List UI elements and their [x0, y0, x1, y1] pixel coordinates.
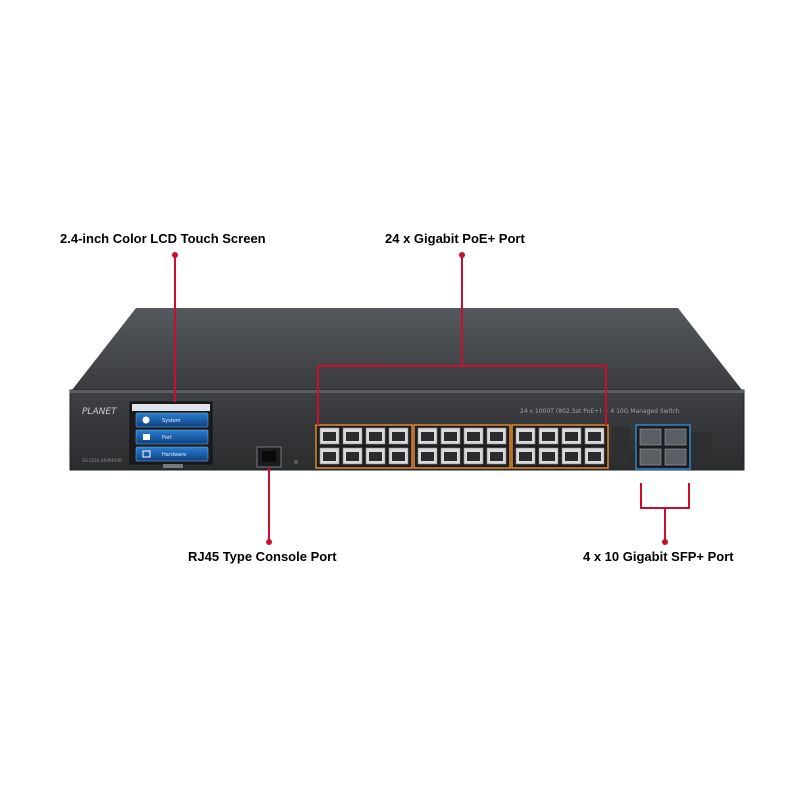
rj45-socket	[588, 452, 601, 461]
rj45-socket	[444, 432, 457, 441]
rj45-socket	[467, 452, 480, 461]
sfp-callout-label: 4 x 10 Gigabit SFP+ Port	[583, 549, 734, 564]
poe-port-block	[315, 424, 609, 469]
port-icon	[143, 434, 150, 440]
rj45-socket	[392, 432, 405, 441]
model-label: GS-5220-24UP4XVR	[82, 458, 122, 463]
lcd-menu-port: Port	[162, 435, 172, 441]
rj45-socket	[490, 432, 503, 441]
rj45-socket	[542, 452, 555, 461]
rj45-socket	[369, 432, 382, 441]
sfp-port-block	[635, 424, 691, 470]
switch-description: 24 x 1000T (802.3at PoE+) + 4 10G Manage…	[520, 408, 680, 415]
sfp-plus-port-2[interactable]	[664, 428, 687, 446]
system-gear-icon	[142, 416, 150, 424]
rj45-socket	[392, 452, 405, 461]
brand-logo: PLANET	[82, 407, 118, 417]
rj45-socket	[346, 452, 359, 461]
rj45-socket	[323, 452, 336, 461]
rj45-socket	[323, 432, 336, 441]
console-callout-label: RJ45 Type Console Port	[188, 549, 337, 564]
rj45-socket	[519, 432, 532, 441]
rj45-socket	[467, 432, 480, 441]
sfp-plus-port-4[interactable]	[664, 448, 687, 466]
lcd-menu-system: System	[162, 418, 181, 424]
led-panel	[612, 427, 712, 465]
lcd-touch-screen: System Port Hardware	[129, 401, 213, 468]
rj45-socket	[565, 432, 578, 441]
rj45-socket	[542, 432, 555, 441]
rj45-socket	[421, 452, 434, 461]
rj45-socket	[421, 432, 434, 441]
sfp-plus-port-3[interactable]	[639, 448, 662, 466]
rj45-socket	[519, 452, 532, 461]
rj45-socket	[369, 452, 382, 461]
rj45-socket	[490, 452, 503, 461]
rj45-socket	[565, 452, 578, 461]
callout-dots	[172, 252, 668, 545]
rj45-socket	[346, 432, 359, 441]
sfp-plus-port-1[interactable]	[639, 428, 662, 446]
lcd-callout-label: 2.4-inch Color LCD Touch Screen	[60, 231, 266, 246]
callout-lines	[174, 255, 690, 542]
chassis-top	[72, 308, 742, 390]
lcd-menu-hardware: Hardware	[162, 452, 186, 458]
hardware-icon	[142, 450, 151, 458]
rj45-socket	[588, 432, 601, 441]
poe-callout-label: 24 x Gigabit PoE+ Port	[385, 231, 525, 246]
rj45-socket	[444, 452, 457, 461]
